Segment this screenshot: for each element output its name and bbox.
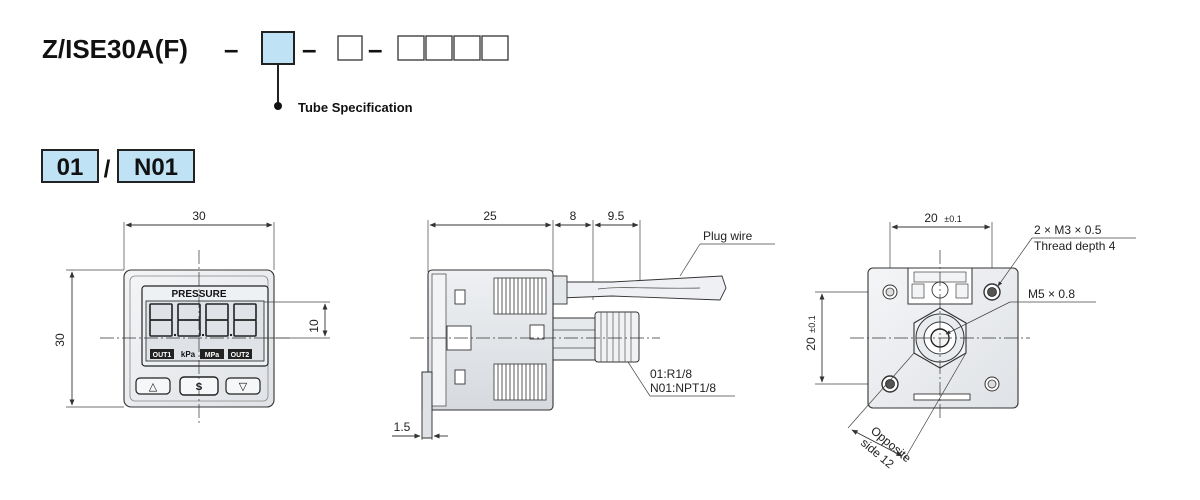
opposite-side-dimension xyxy=(851,429,903,457)
front-width-label: 30 xyxy=(192,209,206,223)
plug-wire-strand xyxy=(597,287,701,290)
hex-ext-2 xyxy=(903,352,967,461)
front-view: 30 30 PRESSURE OUT1 kPa M xyxy=(53,209,330,425)
option-box-2 xyxy=(397,35,425,61)
tube-spec-label: Tube Specification xyxy=(298,100,413,115)
cooling-ribs-top xyxy=(493,277,547,315)
decimal-point-2 xyxy=(202,334,204,336)
decimal-point-3 xyxy=(230,334,232,336)
dash-3: – xyxy=(368,34,382,64)
option-n01-box xyxy=(117,149,195,183)
connector-housing xyxy=(552,275,568,305)
port-leader xyxy=(627,361,651,397)
port-label-n01: N01:NPT1/8 xyxy=(650,381,716,395)
thread-size-label: 2 × M3 × 0.5 xyxy=(1034,223,1102,237)
plug-wire-label: Plug wire xyxy=(703,229,753,243)
dash-2: – xyxy=(302,34,316,64)
indicator-out2: OUT2 xyxy=(231,352,250,359)
digit-4-bottom xyxy=(233,319,257,337)
option-01-text: 01 xyxy=(57,154,84,181)
digit-3-bottom xyxy=(205,319,229,337)
decimal-point-1 xyxy=(174,334,176,336)
m5-leader xyxy=(945,301,1011,335)
side-front-bezel xyxy=(431,273,447,407)
thread-options: 01 / N01 xyxy=(41,149,195,183)
mount-hole-top-left-inner xyxy=(885,287,895,297)
callout-dot xyxy=(274,102,282,110)
mount-hole-top-right-inner xyxy=(987,287,997,297)
back-width-label: 20 xyxy=(924,211,938,225)
tube-spec-box xyxy=(261,31,295,65)
option-box-3 xyxy=(425,35,453,61)
port-thread-lines xyxy=(600,312,632,362)
up-button xyxy=(135,377,171,395)
side-8-label: 8 xyxy=(570,209,577,223)
bracket-dim-label: 1.5 xyxy=(394,420,411,434)
port-label-01: 01:R1/8 xyxy=(650,367,692,381)
digit-1-bottom xyxy=(149,319,173,337)
m5-label: M5 × 0.8 xyxy=(1028,287,1075,301)
model-name: Z/ISE30A(F) xyxy=(42,34,188,64)
port-hex-nut xyxy=(552,317,596,361)
option-box-1 xyxy=(337,35,363,61)
back-height-label: 20 xyxy=(804,337,818,351)
down-button xyxy=(225,377,261,395)
indicator-mpa: MPa xyxy=(205,352,220,359)
side-square-tab xyxy=(529,324,545,340)
back-connector-latch-right xyxy=(955,283,969,299)
back-width-tolerance: ±0.1 xyxy=(944,214,961,224)
dash-1: – xyxy=(224,34,238,64)
side-body-label: 25 xyxy=(483,209,497,223)
side-9-5-label: 9.5 xyxy=(608,209,625,223)
down-button-icon: ▽ xyxy=(239,380,248,393)
model-code: Z/ISE30A(F) – – – Tube Specification xyxy=(42,31,509,115)
option-separator: / xyxy=(104,156,111,183)
indicator-out1: OUT1 xyxy=(153,352,172,359)
thread-leader xyxy=(997,237,1033,287)
side-slot-top xyxy=(454,289,466,305)
port-thread xyxy=(594,311,640,363)
option-01-box xyxy=(41,149,99,183)
option-n01-text: N01 xyxy=(134,154,178,181)
option-box-5 xyxy=(481,35,509,61)
indicator-mpa-bg xyxy=(200,349,224,359)
front-height-label: 30 xyxy=(53,333,67,347)
plug-wire-leader xyxy=(679,243,701,277)
mount-hole-bottom-right-inner xyxy=(987,379,997,389)
option-box-4 xyxy=(453,35,481,61)
back-height-tolerance: ±0.1 xyxy=(807,315,817,332)
digit-readout xyxy=(149,303,257,337)
indicator-out1-bg xyxy=(150,349,174,359)
thread-depth-label: Thread depth 4 xyxy=(1034,239,1116,253)
side-view: 25 8 9.5 Plug wire xyxy=(392,209,775,440)
mount-hole-bottom-left-inner xyxy=(885,379,895,389)
digit-2-bottom xyxy=(177,319,201,337)
hex-ext-1 xyxy=(847,352,915,429)
back-view: 20 ±0.1 20 ±0.1 xyxy=(804,211,1136,471)
indicator-out2-bg xyxy=(228,349,252,359)
up-button-icon: △ xyxy=(149,380,158,393)
back-connector-latch-left xyxy=(911,283,925,299)
display-height-label: 10 xyxy=(307,319,321,333)
side-slot-bottom xyxy=(454,369,466,385)
indicator-kpa: kPa xyxy=(181,350,196,359)
cooling-ribs-bottom xyxy=(493,363,547,401)
mounting-bracket xyxy=(421,371,433,439)
